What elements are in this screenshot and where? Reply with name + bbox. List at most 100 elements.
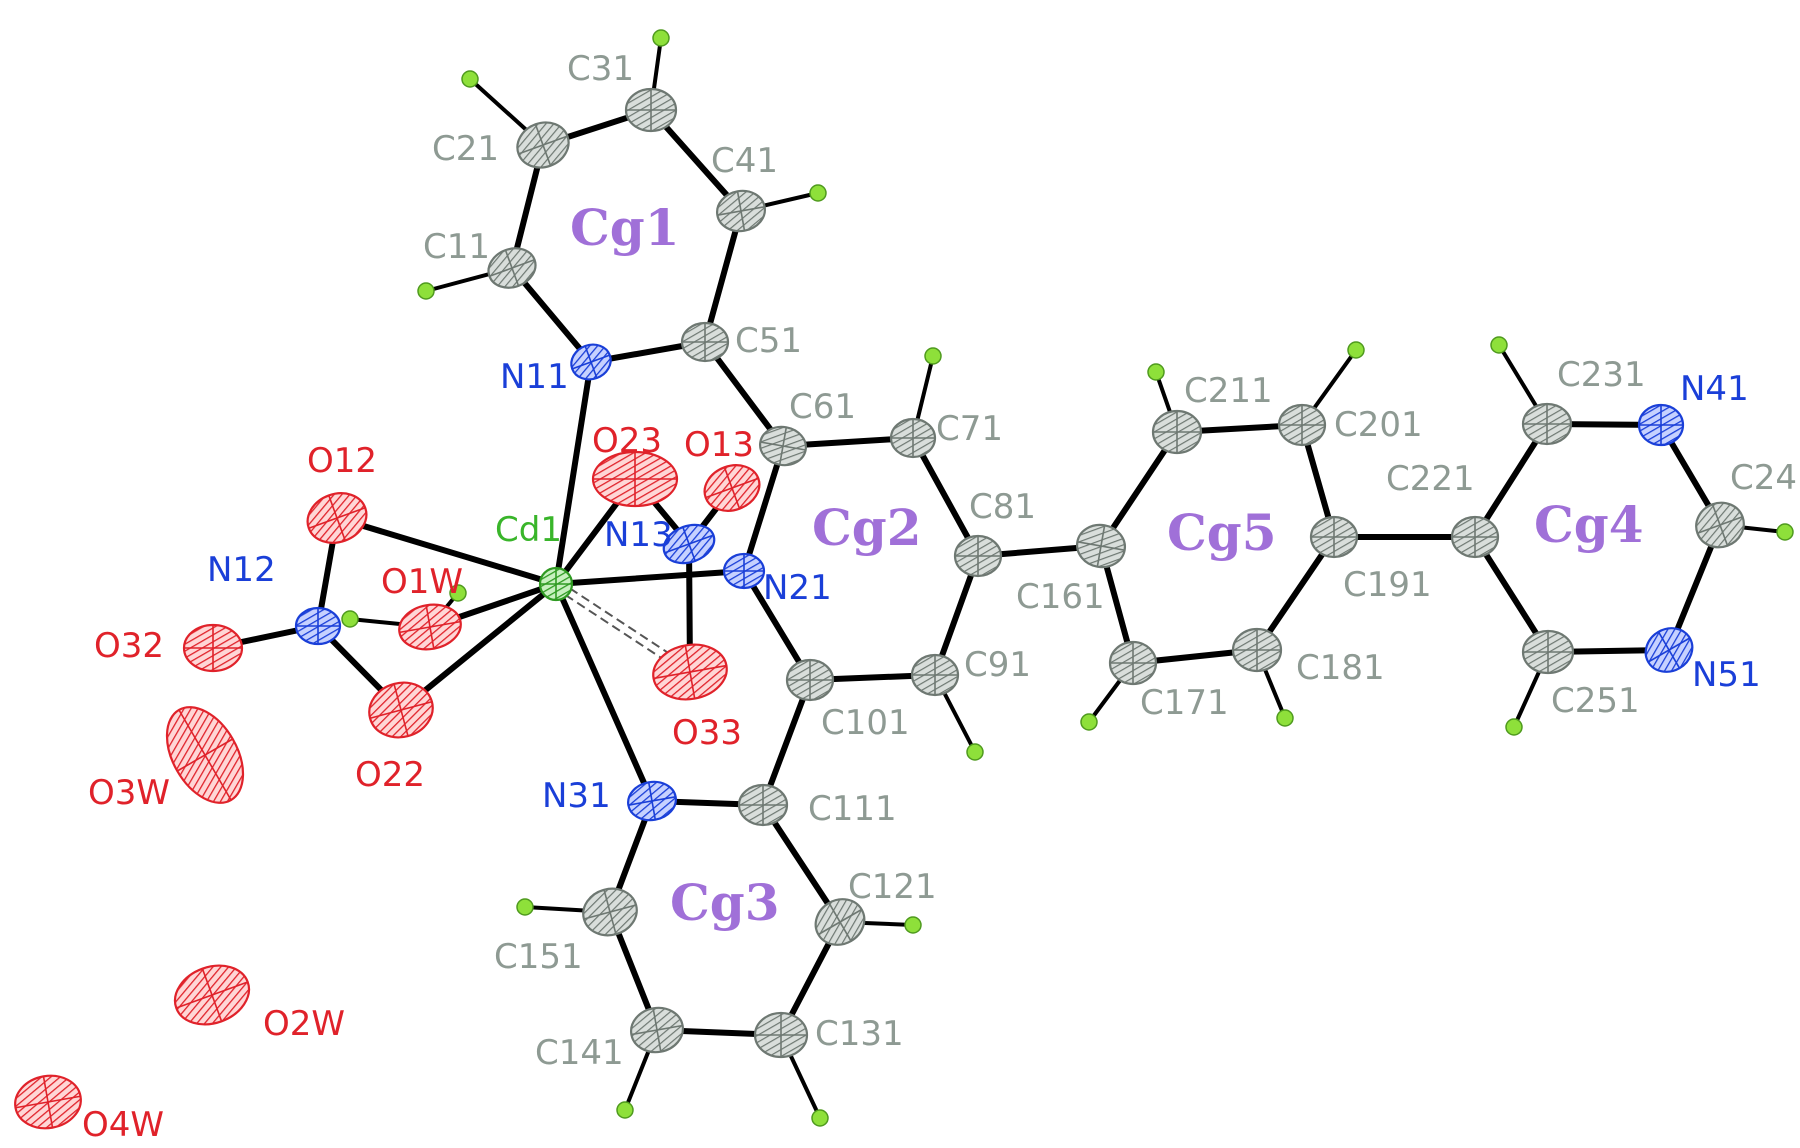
label-n31: N31 bbox=[542, 776, 611, 816]
atom-minor-axis-n51 bbox=[1657, 631, 1681, 669]
atom-minor-axis-n31 bbox=[647, 782, 657, 820]
atom-n31 bbox=[627, 780, 677, 822]
bond-c71-c81 bbox=[910, 435, 981, 559]
atom-c71 bbox=[889, 417, 937, 459]
atom-o1w bbox=[398, 603, 462, 651]
label-c111: C111 bbox=[808, 789, 897, 829]
bond-c121-c111 bbox=[760, 802, 843, 925]
hydrogen-atom-19 bbox=[341, 610, 359, 628]
hydrogen-atom-13 bbox=[1347, 341, 1365, 359]
hydrogen-atom-3 bbox=[652, 29, 670, 47]
atom-minor-axis-o13 bbox=[723, 467, 741, 509]
label-o22: O22 bbox=[355, 755, 425, 795]
atom-c141 bbox=[630, 1006, 684, 1054]
centroid-label-cg3: Cg3 bbox=[670, 873, 780, 932]
label-o2w: O2W bbox=[263, 1004, 345, 1044]
bond-cd1-n31 bbox=[553, 581, 655, 804]
hydrogen-atom-10 bbox=[516, 898, 534, 916]
atom-n11 bbox=[570, 343, 612, 381]
atom-c11 bbox=[487, 247, 537, 289]
centroid-label-cg1: Cg1 bbox=[570, 198, 680, 257]
atom-c81 bbox=[953, 534, 1003, 578]
hydrogen-atom-7 bbox=[904, 916, 922, 934]
atom-n12 bbox=[294, 606, 342, 646]
hydrogen-atom-1 bbox=[417, 282, 435, 300]
hydrogen-atom-9 bbox=[616, 1101, 634, 1119]
label-c81: C81 bbox=[969, 487, 1036, 527]
atom-o33 bbox=[652, 643, 728, 701]
atom-c21 bbox=[516, 121, 570, 169]
coordination-dash-cd1-o33-1 bbox=[557, 579, 668, 654]
label-c41: C41 bbox=[711, 141, 778, 181]
label-n11: N11 bbox=[500, 357, 569, 397]
atom-minor-axis-c161 bbox=[1096, 525, 1106, 567]
label-n41: N41 bbox=[1680, 369, 1749, 409]
atom-c161 bbox=[1075, 523, 1127, 569]
bond-c221-c231 bbox=[1472, 421, 1550, 540]
atom-minor-axis-o2w bbox=[201, 968, 223, 1022]
hydrogen-atom-15 bbox=[1490, 336, 1508, 354]
label-c101: C101 bbox=[821, 703, 910, 743]
atom-c31 bbox=[624, 87, 678, 133]
atom-minor-axis-o4w bbox=[42, 1076, 54, 1128]
hydrogen-atom-8 bbox=[811, 1109, 829, 1127]
label-o33: O33 bbox=[672, 713, 742, 753]
atom-c101 bbox=[785, 658, 835, 702]
atom-o3w bbox=[165, 706, 245, 804]
atom-c211 bbox=[1151, 409, 1203, 455]
hydrogen-atom-2 bbox=[461, 70, 479, 88]
label-c241: C241 bbox=[1730, 458, 1800, 498]
label-o1w: O1W bbox=[381, 562, 463, 602]
label-c201: C201 bbox=[1334, 405, 1423, 445]
hydrogen-atom-18 bbox=[449, 584, 467, 602]
label-c151: C151 bbox=[494, 937, 583, 977]
label-c51: C51 bbox=[735, 321, 802, 361]
atoms-layer bbox=[14, 87, 1745, 1130]
atom-minor-axis-c41 bbox=[736, 191, 746, 231]
atom-o12 bbox=[306, 492, 368, 544]
label-c91: C91 bbox=[964, 645, 1031, 685]
atom-c91 bbox=[910, 653, 960, 697]
label-c161: C161 bbox=[1016, 577, 1105, 617]
label-c21: C21 bbox=[432, 129, 499, 169]
label-c181: C181 bbox=[1296, 648, 1385, 688]
bond-n21-c61 bbox=[741, 443, 786, 574]
label-c11: C11 bbox=[423, 227, 490, 267]
label-c71: C71 bbox=[936, 409, 1003, 449]
bond-cd1-o12 bbox=[334, 515, 559, 587]
label-o13: O13 bbox=[684, 425, 754, 465]
atom-minor-axis-c151 bbox=[603, 889, 617, 935]
label-o3w: O3W bbox=[88, 773, 170, 813]
atom-n41 bbox=[1637, 403, 1685, 447]
atom-c61 bbox=[759, 425, 807, 467]
hydrogen-atom-16 bbox=[1776, 523, 1794, 541]
bond-cd1-n11 bbox=[553, 359, 594, 587]
atom-c231 bbox=[1521, 402, 1573, 446]
labels-layer: Cd1N11C11C21C31C41C51C61C71C81C91C101N21… bbox=[82, 49, 1800, 1145]
label-cd1: Cd1 bbox=[495, 510, 562, 550]
centroid-label-cg5: Cg5 bbox=[1167, 503, 1277, 562]
atom-o32 bbox=[182, 623, 244, 673]
centroid-label-cg2: Cg2 bbox=[812, 498, 922, 557]
label-o4w: O4W bbox=[82, 1105, 164, 1145]
atom-o13 bbox=[703, 464, 761, 512]
bond-cd1-n21 bbox=[553, 568, 747, 587]
atom-minor-axis-c121 bbox=[828, 902, 852, 942]
atom-c151 bbox=[582, 887, 638, 937]
label-c121: C121 bbox=[848, 867, 937, 907]
atom-minor-axis-o3w bbox=[178, 709, 232, 801]
atom-c41 bbox=[716, 189, 766, 233]
label-c61: C61 bbox=[789, 387, 856, 427]
label-c221: C221 bbox=[1386, 459, 1475, 499]
label-c171: C171 bbox=[1140, 683, 1229, 723]
label-n21: N21 bbox=[763, 568, 832, 608]
atom-minor-axis-n13 bbox=[682, 526, 696, 562]
atom-n21 bbox=[722, 552, 766, 590]
label-c191: C191 bbox=[1343, 565, 1432, 605]
atom-c171 bbox=[1108, 640, 1158, 686]
label-o23: O23 bbox=[592, 421, 662, 461]
atom-minor-axis-c61 bbox=[778, 427, 788, 465]
hydrogen-atom-11 bbox=[1080, 713, 1098, 731]
atom-minor-axis-c21 bbox=[534, 124, 552, 166]
bond-cd1-o22 bbox=[398, 581, 559, 713]
